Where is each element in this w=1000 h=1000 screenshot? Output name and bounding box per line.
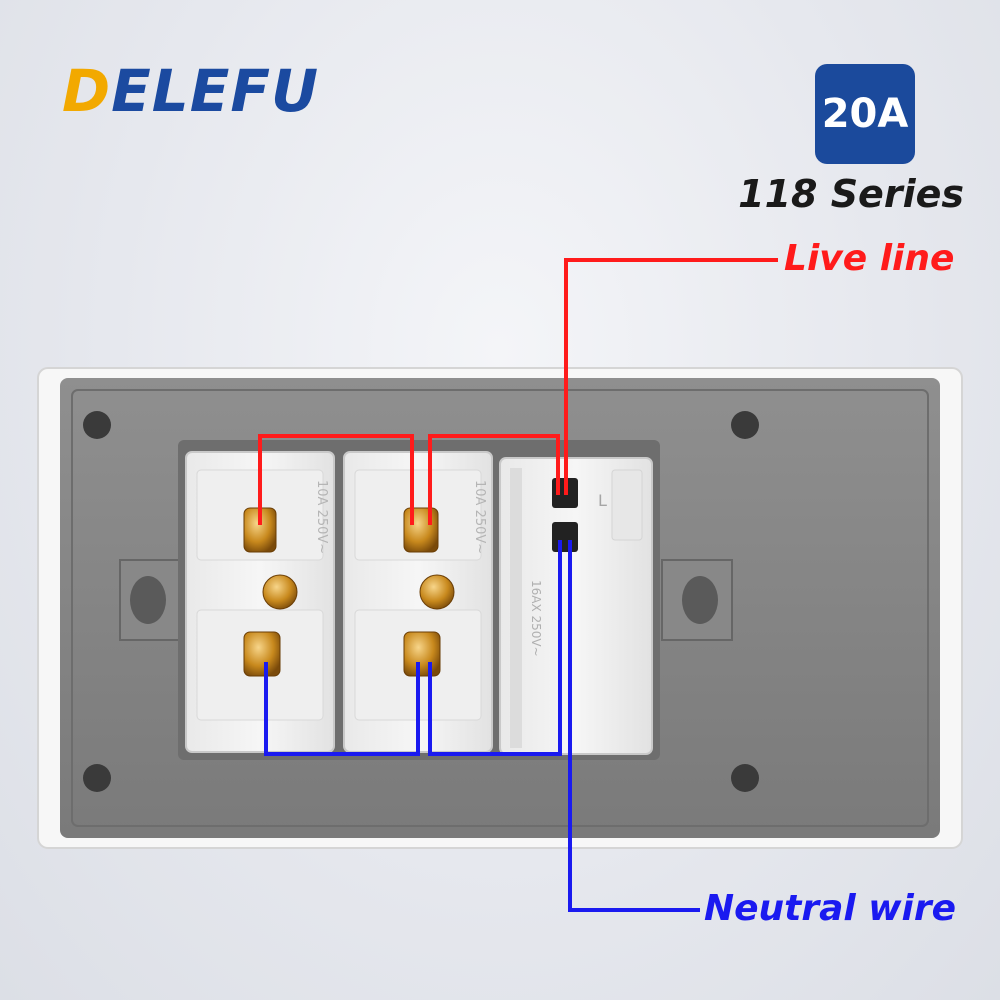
series-label: 118 Series (738, 172, 964, 216)
switch-module: L 16AX 250V~ (499, 457, 653, 755)
brand-logo: DELEFU (62, 62, 319, 120)
brand-logo-rest: ELEFU (111, 57, 320, 125)
outlet-module-1: 10A 250V~ (185, 451, 335, 753)
corner-hole-icon (83, 411, 111, 439)
neutral-wiring (264, 540, 700, 912)
neutral-wire-label: Neutral wire (704, 888, 957, 929)
amperage-badge: 20A (815, 64, 915, 164)
live-wiring (258, 258, 778, 525)
live-line-label: Live line (784, 238, 955, 279)
switch-rating: 16AX 250V~ (529, 580, 543, 657)
corner-hole-icon (731, 764, 759, 792)
outlet-2-rating: 10A 250V~ (472, 480, 487, 554)
corner-hole-icon (731, 411, 759, 439)
outlet-1-rating: 10A 250V~ (314, 480, 329, 554)
corner-hole-icon (83, 764, 111, 792)
switch-terminal-label: L (598, 491, 607, 510)
brand-logo-lead: D (62, 57, 112, 125)
